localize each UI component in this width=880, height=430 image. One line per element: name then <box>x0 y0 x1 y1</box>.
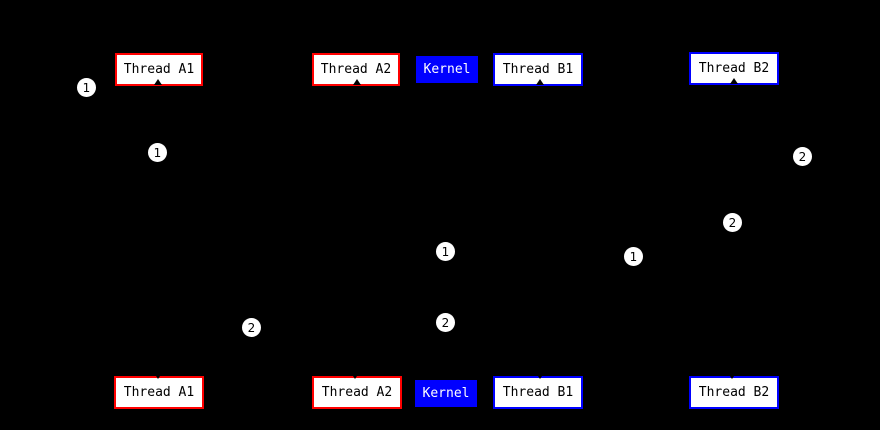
node-thread-a2-bottom: Thread A2 <box>312 376 402 409</box>
step-badge-2: 2 <box>723 213 742 232</box>
step-badge-1: 1 <box>148 143 167 162</box>
arrowhead-icon <box>536 79 544 85</box>
arrowhead-icon <box>154 79 162 85</box>
node-kernel-bottom: Kernel <box>415 380 477 407</box>
arrowhead-icon <box>536 373 544 379</box>
step-badge-2: 2 <box>242 318 261 337</box>
step-badge-2: 2 <box>793 147 812 166</box>
node-thread-b1-bottom: Thread B1 <box>493 376 583 409</box>
node-thread-b2-top: Thread B2 <box>689 52 779 85</box>
step-badge-2: 2 <box>436 313 455 332</box>
arrowhead-icon <box>728 373 736 379</box>
step-badge-1: 1 <box>77 78 96 97</box>
arrowhead-icon <box>351 373 359 379</box>
arrowhead-icon <box>154 373 162 379</box>
step-badge-1: 1 <box>624 247 643 266</box>
node-thread-a1-bottom: Thread A1 <box>114 376 204 409</box>
arrowhead-icon <box>730 78 738 84</box>
step-badge-1: 1 <box>436 242 455 261</box>
node-thread-b2-bottom: Thread B2 <box>689 376 779 409</box>
node-kernel-top: Kernel <box>416 56 478 83</box>
arrowhead-icon <box>353 79 361 85</box>
